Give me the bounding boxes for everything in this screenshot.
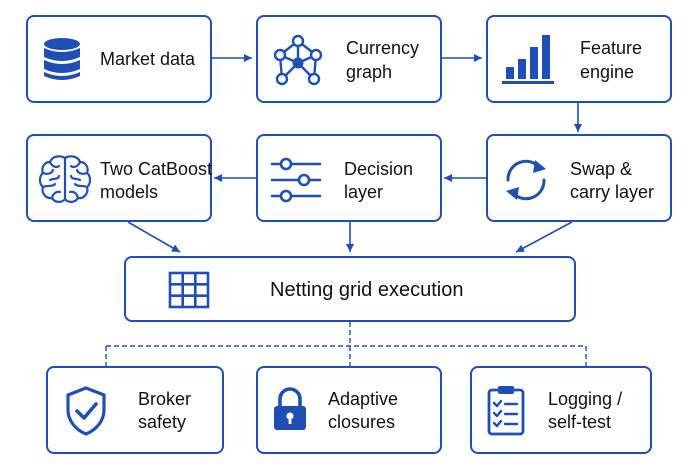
bar-chart-icon xyxy=(502,35,554,84)
netting-label: Netting grid execution xyxy=(270,279,464,301)
network-graph-icon xyxy=(273,34,323,86)
currency-graph-node: Currency graph xyxy=(256,15,442,103)
decision-layer-node: Decision layer xyxy=(256,134,442,222)
logging-label-2: self-test xyxy=(548,412,612,432)
catboost-label-2: models xyxy=(100,182,159,202)
adaptive-closures-node: Adaptive closures xyxy=(256,366,442,454)
broker-safety-node: Broker safety xyxy=(46,366,224,454)
broker-label-1: Broker xyxy=(138,389,192,409)
netting-grid-node: Netting grid execution xyxy=(124,256,576,322)
closures-label-1: Adaptive xyxy=(328,389,399,409)
arrow-swap-to-netting xyxy=(515,221,573,253)
grid-icon xyxy=(168,271,210,309)
swap-label-2: carry layer xyxy=(570,182,655,202)
catboost-models-node: Two CatBoost models xyxy=(26,134,212,222)
brain-icon xyxy=(38,155,92,203)
sliders-icon xyxy=(270,157,322,203)
logging-label-1: Logging / xyxy=(548,389,623,409)
swap-label-1: Swap & xyxy=(570,159,633,179)
lock-icon xyxy=(274,387,306,430)
clipboard-checklist-icon xyxy=(487,386,525,436)
shield-check-icon xyxy=(66,386,106,436)
closures-label-2: closures xyxy=(328,412,396,432)
market-data-node: Market data xyxy=(26,15,212,103)
market-data-label: Market data xyxy=(100,49,196,69)
arrow-catboost-to-netting xyxy=(127,221,181,253)
logging-selftest-node: Logging / self-test xyxy=(470,366,652,454)
decision-label-2: layer xyxy=(344,182,384,202)
database-icon xyxy=(44,38,80,80)
feature-engine-label-1: Feature xyxy=(580,38,643,58)
decision-label-1: Decision xyxy=(344,159,414,179)
currency-graph-label-1: Currency xyxy=(346,38,420,58)
feature-engine-node: Feature engine xyxy=(486,15,672,103)
catboost-label-1: Two CatBoost xyxy=(100,159,213,179)
currency-graph-label-2: graph xyxy=(346,62,393,82)
broker-label-2: safety xyxy=(138,412,187,432)
refresh-icon xyxy=(506,159,546,201)
feature-engine-label-2: engine xyxy=(580,62,635,82)
swap-carry-node: Swap & carry layer xyxy=(486,134,672,222)
